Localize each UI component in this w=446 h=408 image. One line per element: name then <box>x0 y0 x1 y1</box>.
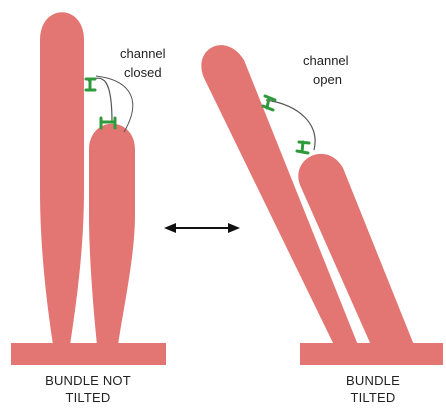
left-tip-link <box>88 78 112 122</box>
left-annotation-line1: channel <box>120 46 166 61</box>
right-caption-line2: TILTED <box>350 390 395 405</box>
left-annotation-line2: closed <box>124 65 162 80</box>
right-caption-line1: BUNDLE <box>346 373 400 388</box>
left-tall-stereocilium <box>40 12 84 345</box>
right-annotation-line2: open <box>313 72 342 87</box>
right-annotation-line1: channel <box>303 53 349 68</box>
double-arrow-icon <box>164 223 240 233</box>
left-caption-line2: TILTED <box>65 390 110 405</box>
left-short-stereocilium <box>89 124 135 345</box>
left-base <box>11 343 166 365</box>
left-caption-line1: BUNDLE NOT <box>45 373 131 388</box>
left-panel: channel closed BUNDLE NOT TILTED <box>11 12 166 405</box>
channel-icon <box>86 79 115 128</box>
right-base <box>300 343 443 365</box>
right-panel: channel open BUNDLE TILTED <box>201 45 443 405</box>
